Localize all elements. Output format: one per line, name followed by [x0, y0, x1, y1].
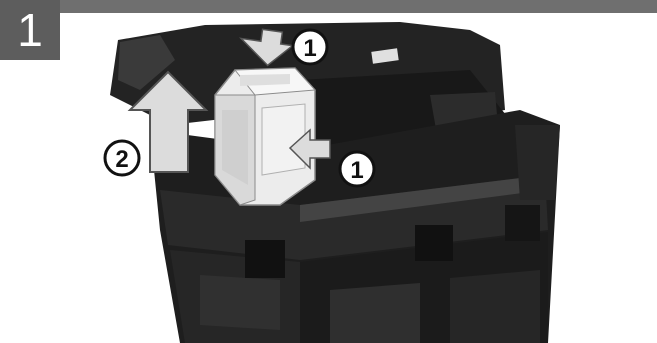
callout-label: 2	[115, 146, 128, 173]
callout-2: 2	[105, 141, 139, 175]
callout-label: 1	[303, 35, 316, 62]
callout-1-side: 1	[340, 152, 374, 186]
tool-case	[110, 22, 560, 343]
battery-pack	[215, 68, 315, 205]
callout-label: 1	[350, 157, 363, 184]
callout-1-top: 1	[293, 30, 327, 64]
